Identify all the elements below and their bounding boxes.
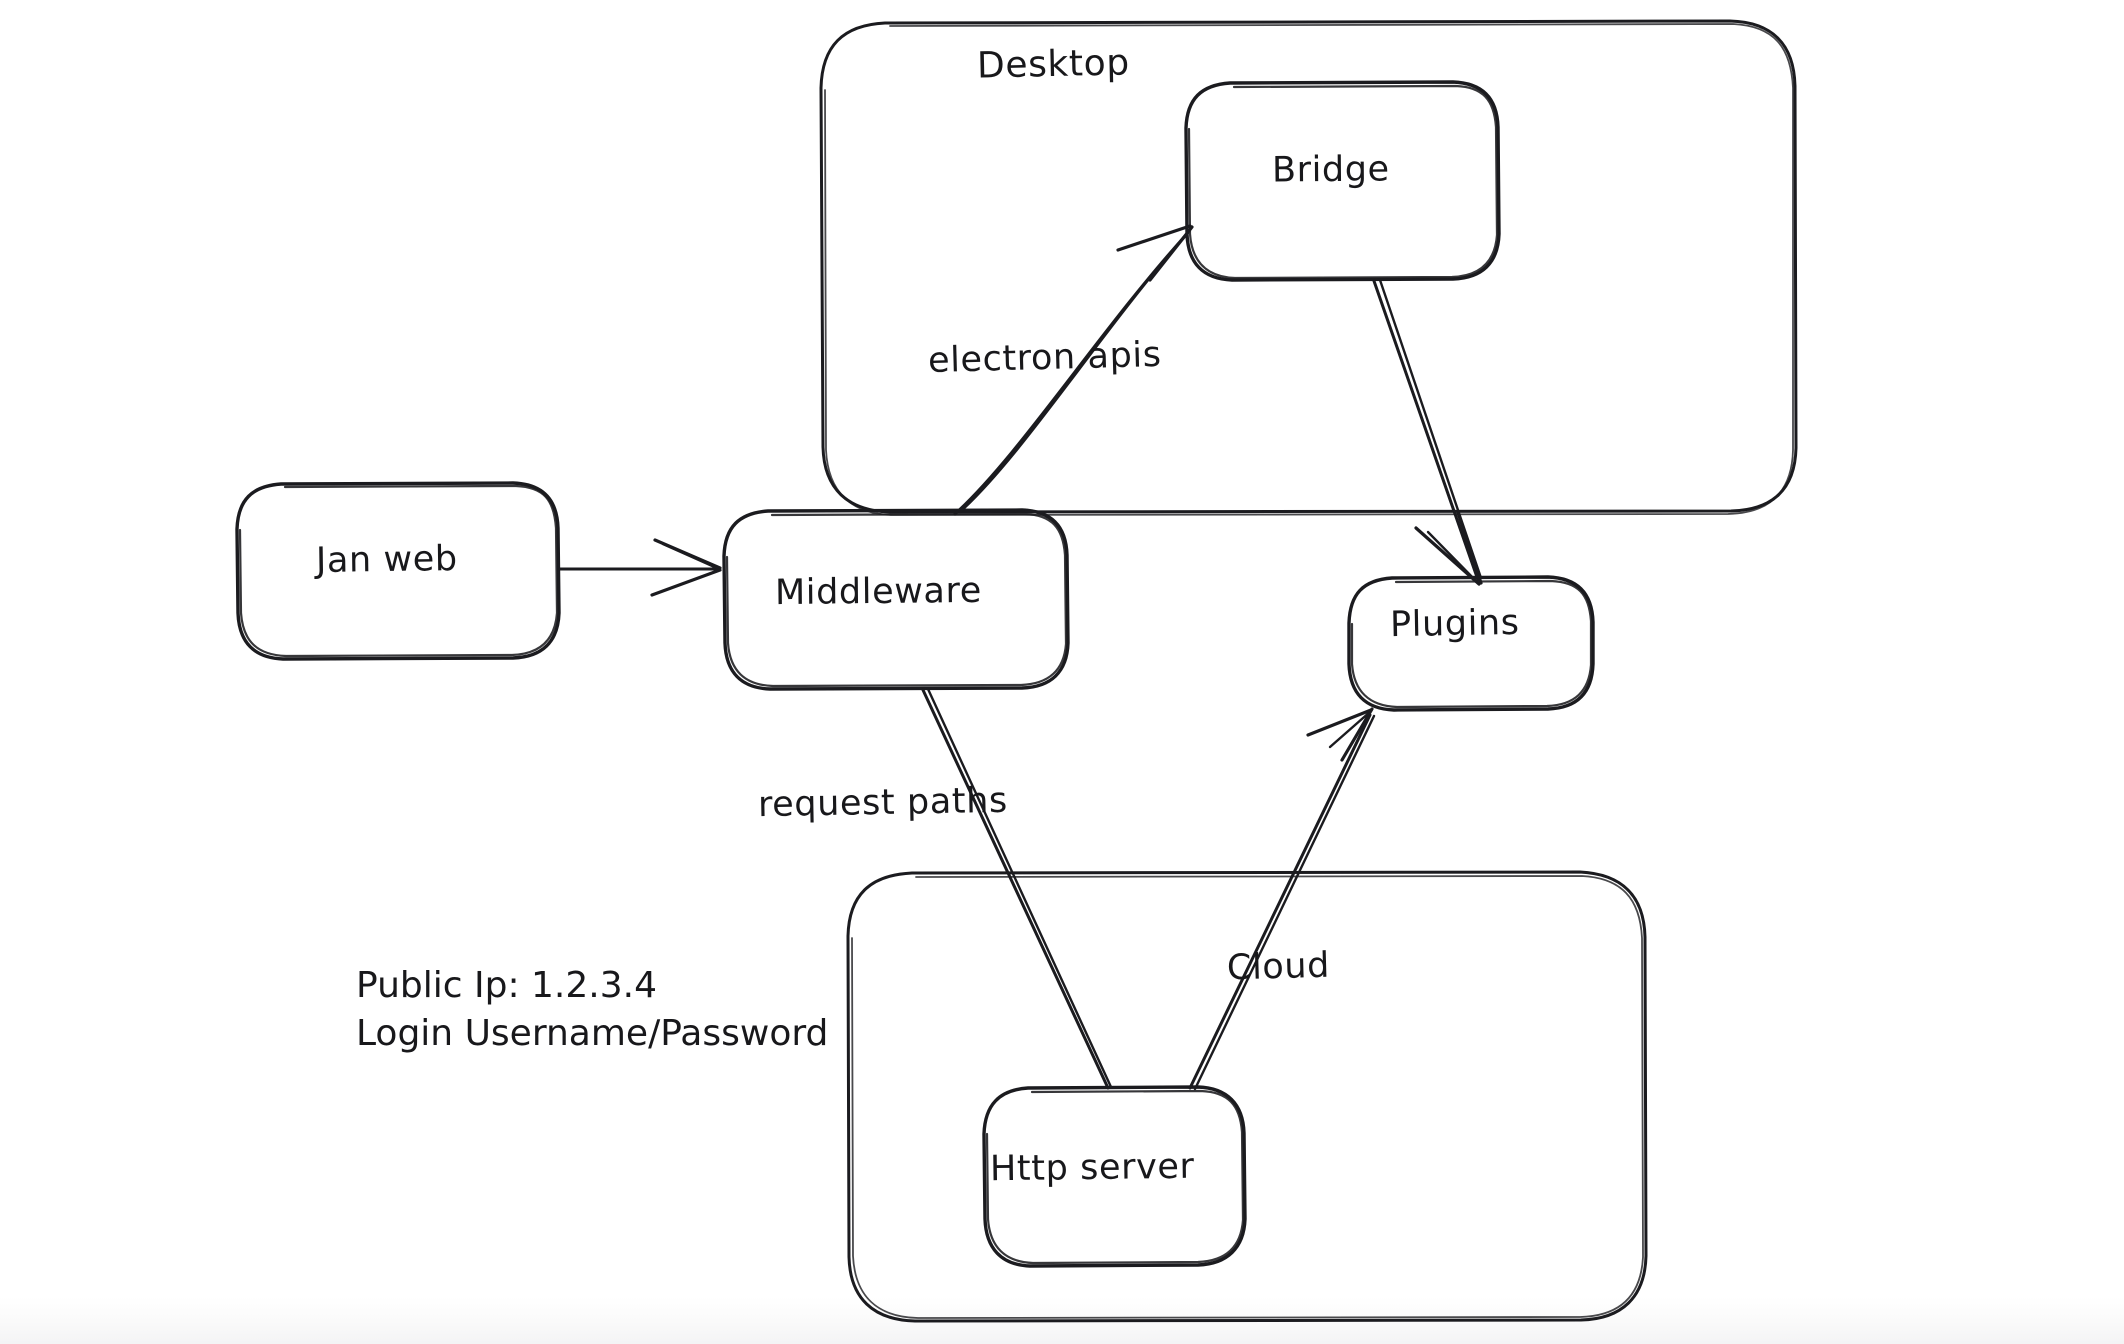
node-jan-web-outline[interactable] [235, 481, 561, 661]
note-line-login: Login Username/Password [356, 1012, 829, 1054]
group-desktop-outline[interactable] [819, 19, 1798, 516]
node-label-jan-web: Jan web [315, 539, 458, 581]
edge-label-cloud: Cloud [1226, 945, 1331, 989]
group-label-desktop: Desktop [976, 42, 1131, 87]
edge-http-server-to-plugins[interactable] [1188, 707, 1376, 1091]
edge-bridge-to-plugins[interactable] [1372, 278, 1483, 586]
node-plugins-outline[interactable] [1347, 575, 1595, 712]
note-line-public-ip: Public Ip: 1.2.3.4 [356, 965, 657, 1006]
node-label-http-server: Http server [989, 1146, 1195, 1190]
edge-middleware-to-http-server[interactable] [921, 687, 1113, 1090]
edge-middleware-to-bridge[interactable] [953, 224, 1194, 516]
node-label-middleware: Middleware [774, 570, 983, 614]
edge-label-electron-apis: electron apis [927, 334, 1163, 382]
edge-label-request-paths: request paths [757, 780, 1009, 826]
group-server-outline[interactable] [846, 870, 1648, 1323]
node-middleware-outline[interactable] [722, 508, 1070, 691]
node-http-server-outline[interactable] [982, 1085, 1247, 1268]
node-label-bridge: Bridge [1271, 149, 1390, 191]
node-bridge-outline[interactable] [1184, 80, 1501, 282]
edge-jan-web-to-middleware[interactable] [558, 538, 722, 597]
node-label-plugins: Plugins [1389, 602, 1520, 646]
server-credentials-note: Public Ip: 1.2.3.4 Login Username/Passwo… [356, 962, 828, 1057]
